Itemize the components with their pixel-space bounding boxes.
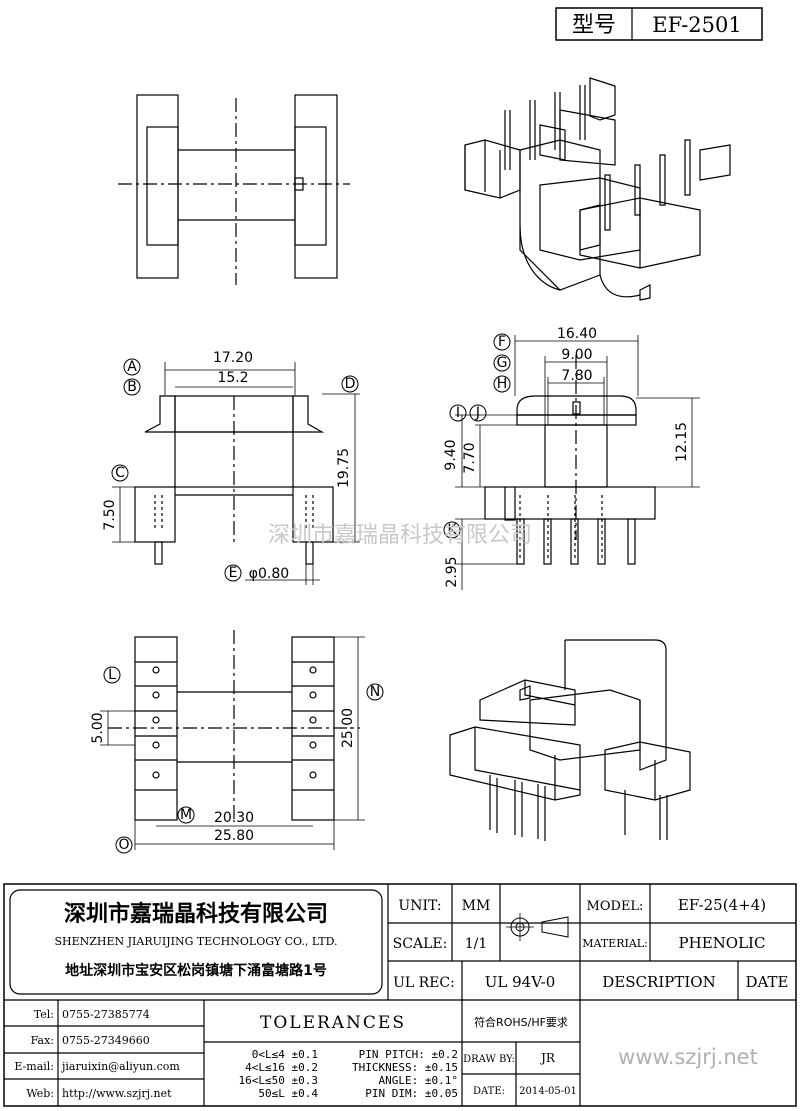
tel-label: Tel: <box>34 1008 54 1021</box>
callouts: A B D C E F G H I J K L N M O <box>103 333 511 854</box>
company-name-cn: 深圳市嘉瑞晶科技有限公司 <box>64 901 328 927</box>
email-value: jiaruixin@aliyun.com <box>60 1060 180 1073</box>
dim-7-70: 7.70 <box>462 442 478 473</box>
rohs-note: 符合ROHS/HF要求 <box>474 1015 568 1029</box>
callout-n: N <box>370 684 380 700</box>
callout-l: L <box>108 667 116 683</box>
top-view <box>118 94 350 285</box>
tolerance-pin-pitch: PIN PITCH: ±0.2 <box>359 1048 458 1061</box>
tolerance-row-3: 16<L≤50 ±0.3 <box>239 1074 318 1087</box>
material-label: MATERIAL: <box>582 937 648 950</box>
dim-19-75: 19.75 <box>336 448 352 488</box>
ulrec-label: UL REC: <box>393 975 455 991</box>
callout-a: A <box>127 359 137 375</box>
fax-label: Fax: <box>31 1034 54 1047</box>
scale-value: 1/1 <box>465 936 488 952</box>
watermark: 深圳市嘉瑞晶科技有限公司 <box>268 523 532 548</box>
callout-h: H <box>497 376 508 392</box>
title-model-value: EF-2501 <box>652 13 742 37</box>
scale-label: SCALE: <box>393 936 448 952</box>
date-value: 2014-05-01 <box>519 1086 577 1097</box>
dim-12-15: 12.15 <box>674 422 690 462</box>
title-box: 型号 EF-2501 <box>555 7 763 41</box>
iso-view-bottom <box>449 639 691 841</box>
draw-by-label: DRAW BY: <box>463 1054 515 1065</box>
unit-label: UNIT: <box>398 898 441 914</box>
dim-20-30: 20.30 <box>214 810 254 826</box>
date-label: DATE: <box>473 1086 505 1097</box>
callout-g: G <box>497 355 508 371</box>
tolerance-angle: ANGLE: ±0.1° <box>379 1074 458 1087</box>
dim-2-95: 2.95 <box>444 556 460 587</box>
tel-value: 0755-27385774 <box>62 1008 150 1021</box>
web-value: http://www.szjrj.net <box>62 1087 172 1100</box>
material-value: PHENOLIC <box>679 934 766 952</box>
callout-o: O <box>118 837 129 853</box>
tolerance-thickness: THICKNESS: ±0.15 <box>352 1061 458 1074</box>
tolerance-row-1: 0<L≤4 ±0.1 <box>252 1048 318 1061</box>
description-header: DESCRIPTION <box>602 973 715 991</box>
dim-5-00: 5.00 <box>90 712 106 743</box>
dim-15-2: 15.2 <box>217 370 248 386</box>
bottom-view <box>100 630 365 850</box>
tolerance-row-2: 4<L≤16 ±0.2 <box>245 1061 318 1074</box>
tolerance-pin-dim: PIN DIM: ±0.05 <box>365 1087 458 1100</box>
callout-d: D <box>345 376 356 392</box>
tolerances-title: TOLERANCES <box>260 1013 406 1033</box>
website-watermark: www.szjrj.net <box>618 1045 758 1069</box>
dim-25-00: 25.00 <box>340 708 356 748</box>
dim-25-80: 25.80 <box>214 828 254 844</box>
model-value: EF-25(4+4) <box>678 896 766 914</box>
fax-value: 0755-27349660 <box>62 1034 150 1047</box>
callout-b: B <box>127 379 137 395</box>
dimension-labels: 17.20 15.2 19.75 7.50 φ0.80 16.40 9.00 7… <box>90 326 690 844</box>
callout-c: C <box>115 465 125 481</box>
ulrec-value: UL 94V-0 <box>485 973 556 991</box>
unit-value: MM <box>462 898 491 914</box>
title-model-label: 型号 <box>572 13 616 38</box>
tolerance-row-4: 50≤L ±0.4 <box>258 1087 318 1100</box>
side-view <box>455 335 700 590</box>
company-address: 地址深圳市宝安区松岗镇塘下涌富塘路1号 <box>65 962 327 979</box>
callout-e: E <box>229 565 238 581</box>
title-block <box>3 883 797 1107</box>
callout-f: F <box>498 334 506 350</box>
dim-7-80: 7.80 <box>561 368 592 384</box>
callout-m: M <box>180 807 192 823</box>
dim-0-80: φ0.80 <box>249 566 289 582</box>
dim-9-40: 9.40 <box>443 439 459 470</box>
dim-9-00: 9.00 <box>561 347 592 363</box>
email-label: E-mail: <box>14 1060 54 1073</box>
date-header: DATE <box>746 973 789 991</box>
callout-j: J <box>475 405 480 421</box>
model-label: MODEL: <box>587 899 644 914</box>
dim-17-20: 17.20 <box>213 350 253 366</box>
company-name-en: SHENZHEN JIARUIJING TECHNOLOGY CO., LTD. <box>54 935 337 948</box>
dim-16-40: 16.40 <box>557 326 597 342</box>
callout-i: I <box>456 405 460 421</box>
title-block-text: 深圳市嘉瑞晶科技有限公司 SHENZHEN JIARUIJING TECHNOL… <box>14 896 788 1100</box>
iso-view-top <box>464 77 731 301</box>
front-view <box>112 362 360 585</box>
dim-7-50: 7.50 <box>102 499 118 530</box>
web-label: Web: <box>26 1087 54 1100</box>
callout-k: K <box>447 522 457 538</box>
draw-by-value: JR <box>539 1051 556 1065</box>
